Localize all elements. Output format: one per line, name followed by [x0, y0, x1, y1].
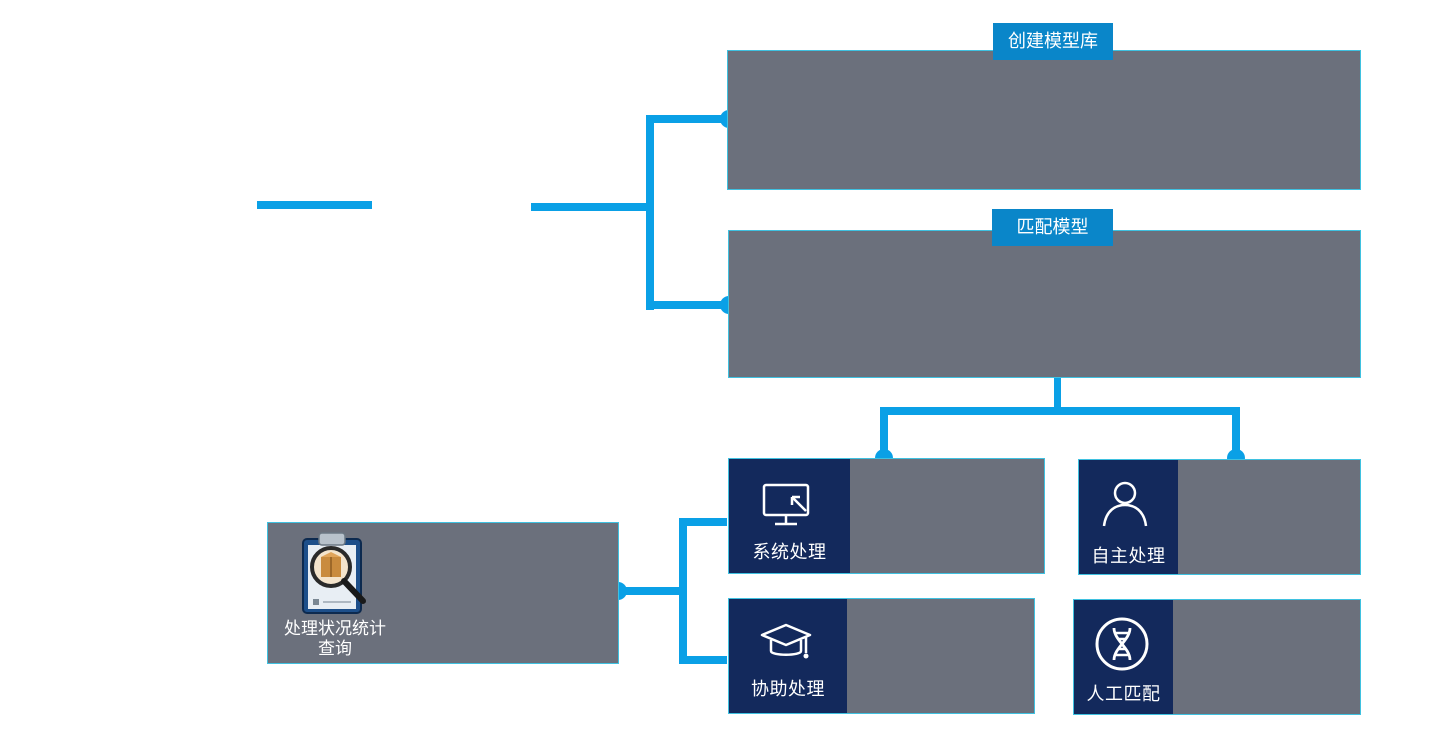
connector-stats-horizontal: [618, 587, 684, 595]
assist-processing-label: 协助处理: [751, 679, 825, 699]
connector-to-system: [679, 518, 727, 526]
manual-match-card[interactable]: 人工匹配: [1073, 599, 1361, 715]
connector-left-stub: [257, 201, 372, 209]
manual-match-label: 人工匹配: [1086, 684, 1161, 704]
create-library-panel: [727, 50, 1361, 190]
connector-split-right: [1232, 407, 1240, 458]
system-processing-label: 系统处理: [752, 542, 827, 562]
monitor-cursor-icon: [762, 483, 810, 526]
person-icon: [1102, 481, 1148, 527]
stats-query-label-line1: 处理状况统计: [284, 619, 386, 638]
connector-to-match: [646, 301, 728, 309]
graduation-cap-icon: [760, 623, 812, 659]
dna-icon: [1095, 617, 1149, 671]
create-library-tag: 创建模型库: [993, 23, 1113, 60]
stats-query-label-line2: 查询: [318, 639, 352, 658]
autonomous-processing-card[interactable]: 自主处理: [1078, 459, 1361, 575]
assist-processing-tile: 协助处理: [729, 599, 847, 713]
connector-split-left: [880, 407, 888, 458]
system-processing-tile: 系统处理: [729, 459, 850, 573]
system-processing-card[interactable]: 系统处理: [728, 458, 1045, 574]
connector-stats-vertical: [679, 518, 687, 664]
connector-to-create: [646, 115, 728, 123]
clipboard-magnifier-icon: [302, 532, 366, 614]
connector-match-down: [1054, 377, 1061, 410]
connector-split-horizontal: [880, 407, 1240, 415]
connector-main-vertical: [646, 115, 654, 310]
manual-match-tile: 人工匹配: [1074, 600, 1173, 714]
match-model-tag: 匹配模型: [992, 209, 1113, 246]
match-model-panel: [728, 230, 1361, 378]
connector-to-assist: [679, 656, 727, 664]
assist-processing-card[interactable]: 协助处理: [728, 598, 1035, 714]
stats-query-panel[interactable]: 处理状况统计 查询: [267, 522, 619, 664]
autonomous-processing-tile: 自主处理: [1079, 460, 1178, 574]
connector-main-horizontal: [531, 203, 649, 211]
autonomous-processing-label: 自主处理: [1091, 546, 1166, 566]
